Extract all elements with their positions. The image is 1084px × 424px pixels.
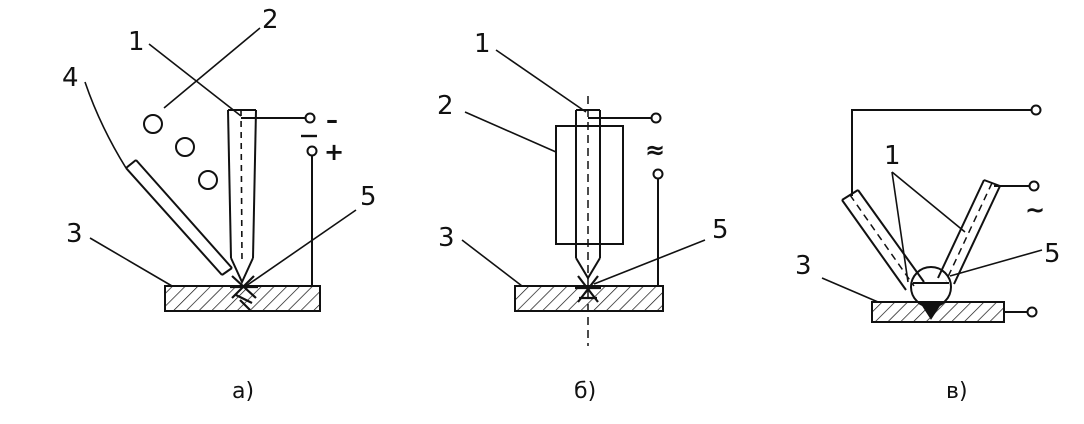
polarity-minus: – xyxy=(326,106,338,134)
nozzle-b xyxy=(555,125,624,245)
label-b-3: 3 xyxy=(438,223,455,253)
panel-a-text: 1 2 4 3 5 – + а) xyxy=(62,5,377,404)
workpiece-a xyxy=(164,285,321,312)
terminal-minus-a xyxy=(304,112,316,124)
label-b-2: 2 xyxy=(437,91,454,121)
electrode-right-c xyxy=(937,179,1001,285)
electrode-left-c xyxy=(841,189,925,291)
panel-c xyxy=(821,104,1043,323)
panel-c-text: 1 3 5 ~ в) xyxy=(795,141,1061,404)
label-a-4: 4 xyxy=(62,63,79,93)
label-b-5: 5 xyxy=(712,215,729,245)
panel-a xyxy=(84,27,357,312)
arc-a xyxy=(230,275,258,311)
terminal-plus-a xyxy=(306,145,318,157)
ac-symbol-c: ~ xyxy=(1025,196,1045,224)
caption-c: в) xyxy=(946,379,968,404)
electrode-b xyxy=(575,96,601,346)
label-a-5: 5 xyxy=(360,182,377,212)
panel-b xyxy=(461,49,706,346)
filler-rod-a xyxy=(125,159,233,276)
label-a-3: 3 xyxy=(66,219,83,249)
caption-b: б) xyxy=(574,379,596,404)
caption-a: а) xyxy=(232,379,254,404)
terminal-top-c xyxy=(1030,104,1042,116)
ac-symbol-b: ≈ xyxy=(645,136,665,164)
panel-b-text: 1 2 3 5 ≈ б) xyxy=(437,29,729,404)
terminal-bottom-c xyxy=(1026,306,1038,318)
gas-bubble xyxy=(198,170,218,190)
gas-bubble xyxy=(175,137,195,157)
label-a-1: 1 xyxy=(128,27,145,57)
label-a-2: 2 xyxy=(262,5,279,35)
label-b-1: 1 xyxy=(474,29,491,59)
gas-bubble xyxy=(143,114,163,134)
arc-b xyxy=(575,275,601,303)
label-c-3: 3 xyxy=(795,251,812,281)
label-c-5: 5 xyxy=(1044,239,1061,269)
label-c-1: 1 xyxy=(884,141,901,171)
terminal-bottom-b xyxy=(652,168,664,180)
electrode-a xyxy=(227,109,257,285)
terminal-top-b xyxy=(650,112,662,124)
polarity-plus: + xyxy=(324,138,344,166)
terminal-mid-c xyxy=(1028,180,1040,192)
